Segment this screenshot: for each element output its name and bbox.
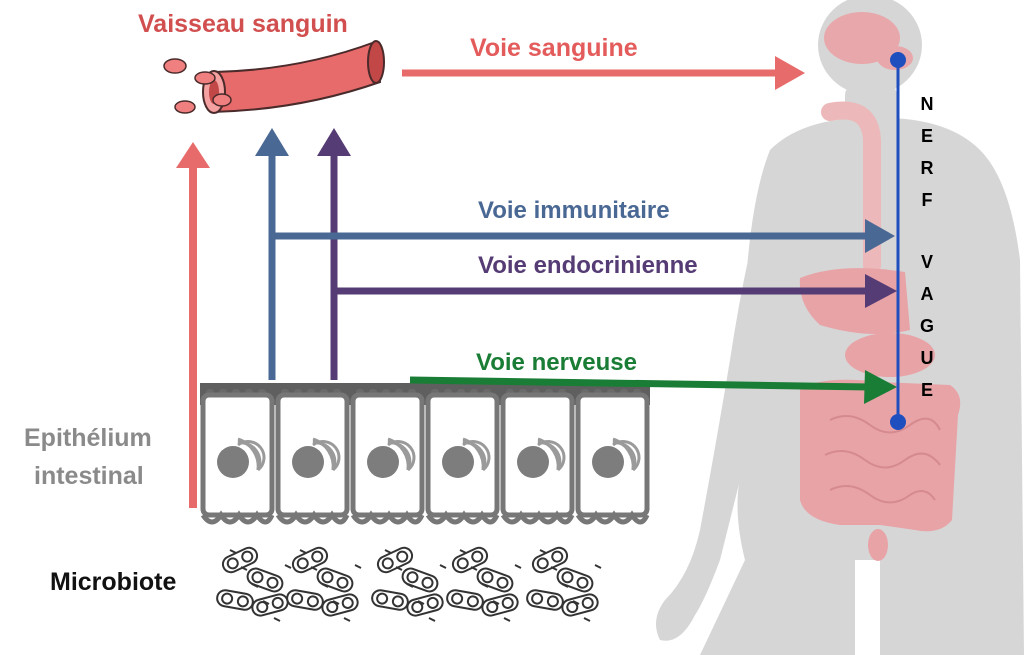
arrow-endocrine-vertical (317, 128, 351, 380)
arrow-immune-pathway (272, 219, 895, 253)
epithelial-cell (200, 389, 275, 525)
microbe-dash (332, 600, 340, 605)
nerf-letter: R (920, 158, 934, 178)
nerf-letter: U (920, 348, 934, 368)
microbe-dash (539, 549, 547, 554)
microbe-dash (406, 583, 414, 588)
bacterium (216, 589, 254, 611)
microbe-dash (572, 600, 580, 605)
blood-vessel-illustration (163, 40, 385, 114)
arrow-blood-pathway (402, 56, 805, 90)
intestinal-epithelium (200, 383, 650, 525)
arrow-blood-vertical (176, 142, 210, 508)
bacterium (286, 589, 324, 611)
microbe-dash (470, 566, 478, 571)
arrow-nervous-pathway (409, 370, 897, 404)
intestine-folds (824, 415, 941, 504)
label-immune-pathway: Voie immunitaire (478, 197, 670, 224)
label-epithelium-line2: intestinal (34, 462, 144, 490)
label-blood-pathway: Voie sanguine (470, 34, 638, 62)
microbe-dash (273, 617, 281, 622)
epithelial-cell (500, 389, 575, 525)
microbe-dash (384, 549, 392, 554)
bacterium (251, 593, 289, 617)
microbe-dash (354, 564, 362, 569)
bacterium (221, 546, 259, 574)
bacterium (246, 567, 284, 593)
bacterium (561, 593, 599, 617)
microbe-dash (395, 566, 403, 571)
arrow-endocrine-pathway (334, 274, 897, 308)
label-endocrine-pathway: Voie endocrinienne (478, 252, 698, 279)
microbe-dash (229, 549, 237, 554)
microbe-dash (284, 564, 292, 569)
label-nervous-pathway: Voie nerveuse (476, 349, 637, 376)
microbe-dash (550, 566, 558, 571)
bacterium (451, 546, 489, 574)
microbe-dash (299, 549, 307, 554)
microbe-dash (583, 617, 591, 622)
microbe-dash (310, 566, 318, 571)
nerf-letter: V (920, 252, 933, 272)
label-blood-vessel: Vaisseau sanguin (138, 10, 348, 38)
nerf-letter: G (919, 316, 934, 336)
epithelial-cell (350, 389, 425, 525)
epithelial-cell (425, 389, 500, 525)
bacterium (481, 593, 519, 617)
epithelial-cell (575, 389, 650, 525)
vagus-nerve (890, 52, 906, 430)
nerf-letter: N (920, 94, 934, 114)
microbe-dash (439, 564, 447, 569)
microbe-dash (561, 583, 569, 588)
microbe-dash (343, 617, 351, 622)
microbe-dash (251, 583, 259, 588)
microbe-dash (262, 600, 270, 605)
microbe-dash (321, 583, 329, 588)
microbe-dash (240, 566, 248, 571)
arrow-immune-vertical (255, 128, 289, 380)
label-microbiota: Microbiote (50, 568, 177, 596)
microbe-dash (594, 564, 602, 569)
label-epithelium-line1: Epithélium (24, 424, 152, 452)
microbe-dash (459, 549, 467, 554)
microbe-dash (428, 617, 436, 622)
microbe-dash (417, 600, 425, 605)
bacterium (556, 567, 594, 593)
epithelial-cell (275, 389, 350, 525)
bacterium (526, 589, 564, 611)
bacterium (446, 589, 484, 611)
bacterium (406, 593, 444, 617)
nerf-letter: A (920, 284, 934, 304)
bacterium (401, 567, 439, 593)
bacterium (291, 546, 329, 574)
microbe-dash (481, 583, 489, 588)
nerf-letter: E (920, 380, 933, 400)
bacterium (476, 567, 514, 593)
nerf-letter: F (921, 190, 933, 210)
microbe-dash (492, 600, 500, 605)
bacterium (321, 593, 359, 617)
bacterium (371, 589, 409, 611)
microbe-dash (514, 564, 522, 569)
microbe-dash (503, 617, 511, 622)
nerf-letter: E (920, 126, 933, 146)
bacterium (316, 567, 354, 593)
esophagus (821, 101, 881, 274)
microbiota-illustration (216, 546, 602, 622)
